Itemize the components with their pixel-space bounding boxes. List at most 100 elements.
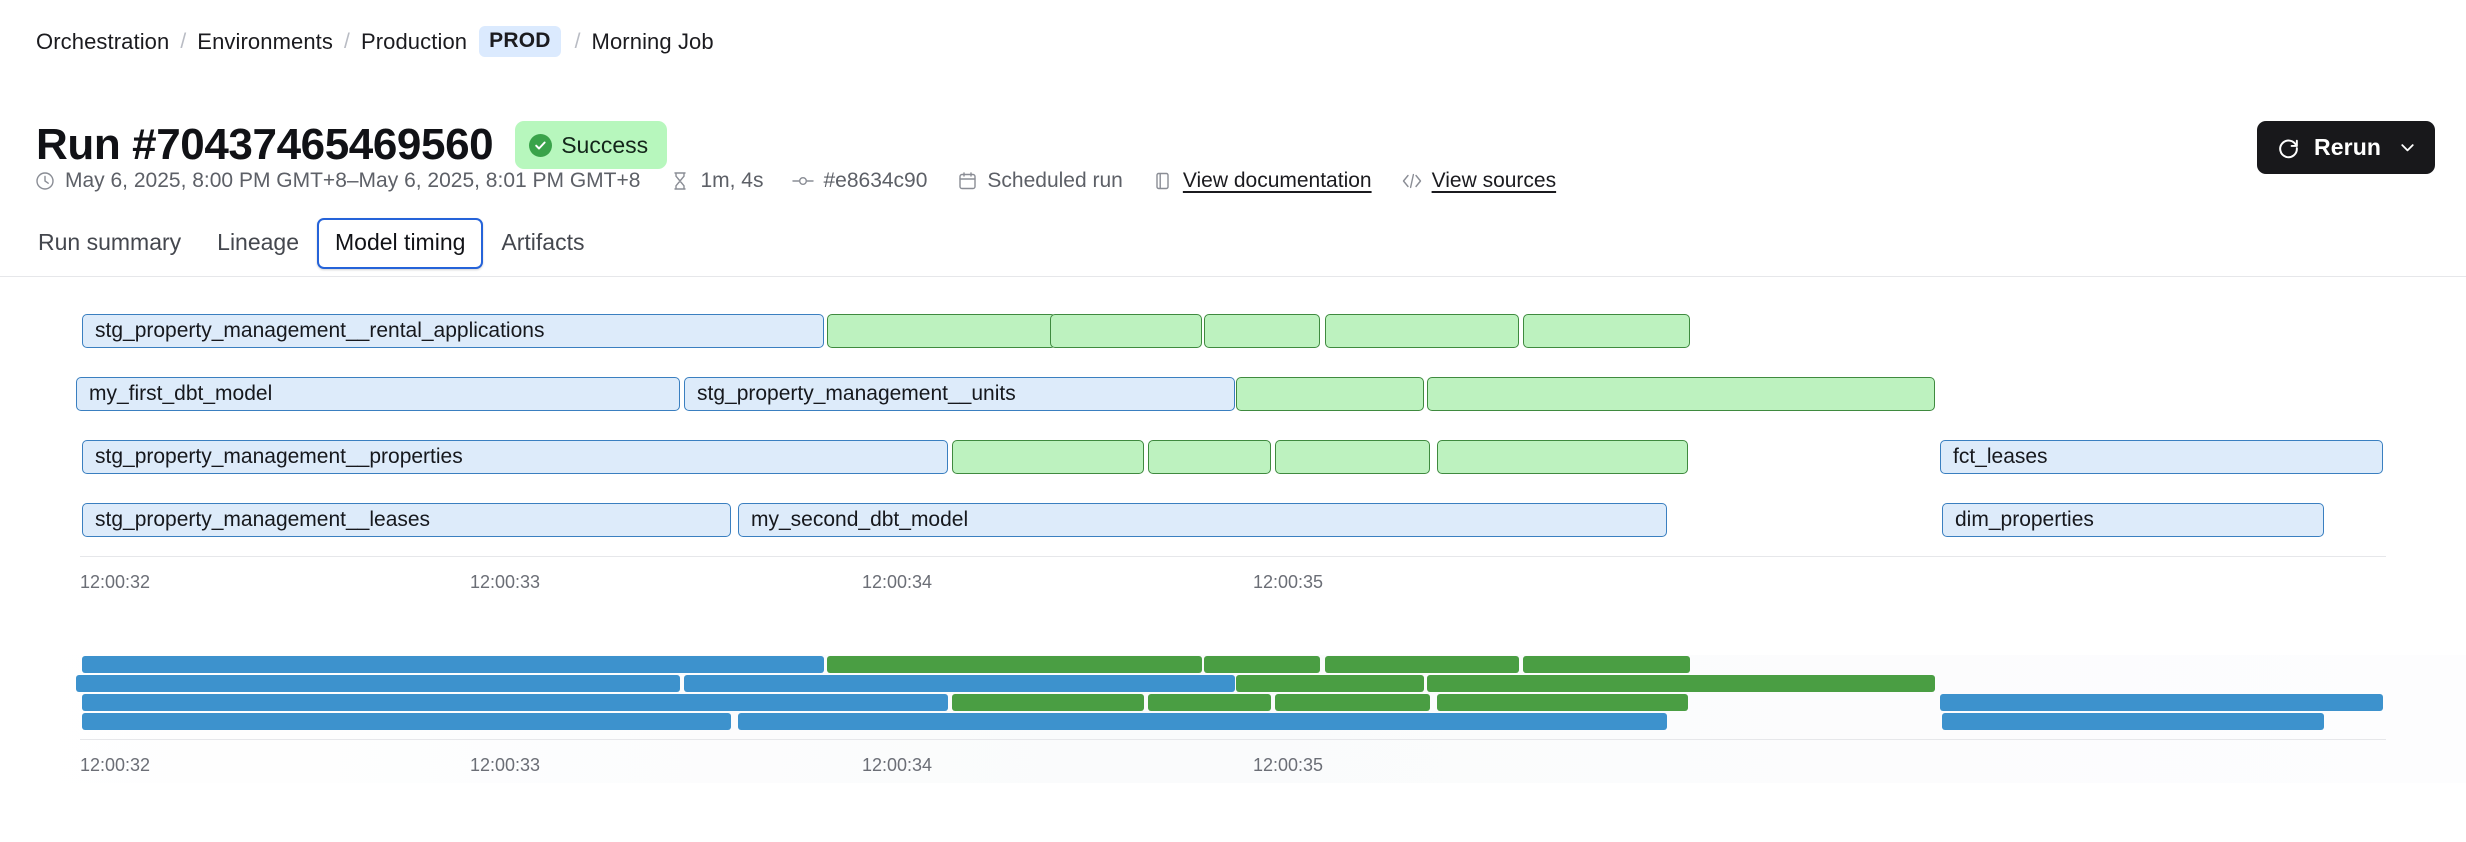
overview-bar-segment[interactable] bbox=[1236, 675, 1424, 692]
overview-bar-segment[interactable] bbox=[1204, 656, 1320, 673]
overview-bar-segment[interactable] bbox=[1437, 694, 1688, 711]
overview-bar-segment[interactable] bbox=[1050, 656, 1202, 673]
overview-lane[interactable] bbox=[0, 674, 2466, 693]
tab-bar-divider bbox=[0, 276, 2466, 277]
overview-bar-segment[interactable] bbox=[82, 713, 731, 730]
hourglass-icon bbox=[669, 170, 691, 192]
rerun-icon bbox=[2276, 135, 2301, 160]
overview-lane[interactable] bbox=[0, 655, 2466, 674]
gantt-bar-fct_leases[interactable]: fct_leases bbox=[1940, 440, 2383, 474]
gantt-bar-stg_property_management__units[interactable]: stg_property_management__units bbox=[684, 377, 1235, 411]
overview-bar-segment[interactable] bbox=[1523, 656, 1690, 673]
tab-artifacts[interactable]: Artifacts bbox=[501, 229, 585, 255]
meta-commit: #e8634c90 bbox=[792, 169, 927, 193]
chevron-down-icon[interactable] bbox=[2398, 138, 2417, 157]
gantt-bar-label: my_first_dbt_model bbox=[89, 382, 273, 405]
meta-documentation[interactable]: View documentation bbox=[1152, 169, 1372, 193]
overview-bar-segment[interactable] bbox=[1427, 675, 1935, 692]
meta-sources[interactable]: View sources bbox=[1401, 169, 1557, 193]
run-metadata: May 6, 2025, 8:00 PM GMT+8–May 6, 2025, … bbox=[34, 169, 1556, 193]
gantt-bar-my_second_dbt_model[interactable]: my_second_dbt_model bbox=[738, 503, 1667, 537]
meta-timerange-label: May 6, 2025, 8:00 PM GMT+8–May 6, 2025, … bbox=[65, 169, 641, 192]
breadcrumb-separator: / bbox=[180, 29, 187, 53]
gantt-bar-label: my_second_dbt_model bbox=[751, 508, 969, 531]
overview-bar-segment[interactable] bbox=[76, 675, 680, 692]
meta-commit-label[interactable]: #e8634c90 bbox=[823, 169, 928, 192]
tab-model-timing[interactable]: Model timing bbox=[317, 218, 484, 269]
axis-tick-label: 12:00:32 bbox=[80, 755, 151, 775]
gantt-bar-segment[interactable] bbox=[1275, 440, 1430, 474]
breadcrumb-item-environments[interactable]: Environments bbox=[197, 28, 333, 54]
gantt-lane: my_first_dbt_model stg_property_managemen… bbox=[0, 363, 2466, 426]
gantt-bar-segment[interactable] bbox=[1427, 377, 1935, 411]
overview-bar-segment[interactable] bbox=[82, 694, 948, 711]
overview-bar-segment[interactable] bbox=[1940, 694, 2383, 711]
gantt-lane: stg_property_management__properties fct_l… bbox=[0, 426, 2466, 489]
overview-bar-segment[interactable] bbox=[1325, 656, 1519, 673]
clock-icon bbox=[34, 170, 56, 192]
model-timing-gantt: stg_property_management__rental_applicat… bbox=[0, 300, 2466, 604]
title-row: Run #70437465469560 Success bbox=[36, 94, 668, 197]
meta-timerange: May 6, 2025, 8:00 PM GMT+8–May 6, 2025, … bbox=[34, 169, 640, 193]
rerun-button[interactable]: Rerun bbox=[2257, 121, 2435, 174]
breadcrumb-badge-prod: PROD bbox=[479, 26, 561, 57]
gantt-bar-stg_property_management__properties[interactable]: stg_property_management__properties bbox=[82, 440, 948, 474]
calendar-icon bbox=[956, 170, 978, 192]
meta-duration: 1m, 4s bbox=[669, 169, 763, 193]
gantt-bar-stg_property_management__leases[interactable]: stg_property_management__leases bbox=[82, 503, 731, 537]
gantt-bar-dim_properties[interactable]: dim_properties bbox=[1942, 503, 2324, 537]
overview-bar-segment[interactable] bbox=[738, 713, 1667, 730]
breadcrumb-separator: / bbox=[574, 29, 581, 53]
overview-lane[interactable] bbox=[0, 712, 2466, 731]
tab-lineage[interactable]: Lineage bbox=[217, 229, 300, 255]
overview-bar-segment[interactable] bbox=[1942, 713, 2324, 730]
gantt-bar-label: stg_property_management__leases bbox=[95, 508, 431, 531]
overview-bar-segment[interactable] bbox=[827, 656, 1056, 673]
breadcrumb-item-production[interactable]: Production bbox=[360, 28, 468, 54]
tab-run-summary[interactable]: Run summary bbox=[38, 229, 182, 255]
tab-bar: Run summary Lineage Model timing Artifac… bbox=[20, 218, 602, 269]
axis-tick-label: 12:00:35 bbox=[1253, 755, 1324, 775]
gantt-bar-segment[interactable] bbox=[1523, 314, 1690, 348]
gantt-bar-segment[interactable] bbox=[1204, 314, 1320, 348]
overview-bar-segment[interactable] bbox=[952, 694, 1144, 711]
gantt-bar-segment[interactable] bbox=[1050, 314, 1202, 348]
gantt-bar-segment[interactable] bbox=[1437, 440, 1688, 474]
view-documentation-link[interactable]: View documentation bbox=[1182, 169, 1372, 192]
axis-tick-label: 12:00:32 bbox=[80, 572, 151, 592]
overview-bar-segment[interactable] bbox=[1148, 694, 1271, 711]
gantt-bar-segment[interactable] bbox=[827, 314, 1056, 348]
status-badge-label: Success bbox=[561, 131, 649, 158]
code-icon bbox=[1401, 170, 1423, 192]
breadcrumb-item-morning-job[interactable]: Morning Job bbox=[591, 28, 714, 54]
breadcrumb-separator: / bbox=[344, 29, 350, 53]
overview-bar-segment[interactable] bbox=[1275, 694, 1430, 711]
gantt-bar-segment[interactable] bbox=[1148, 440, 1271, 474]
gantt-bar-stg_property_management__rental_applications[interactable]: stg_property_management__rental_applicat… bbox=[82, 314, 824, 348]
overview-lane[interactable] bbox=[0, 693, 2466, 712]
gantt-bar-label: fct_leases bbox=[1953, 445, 2048, 468]
overview-bar-segment[interactable] bbox=[684, 675, 1235, 692]
meta-duration-label: 1m, 4s bbox=[700, 169, 764, 192]
gantt-bar-my_first_dbt_model[interactable]: my_first_dbt_model bbox=[76, 377, 680, 411]
gantt-bar-label: stg_property_management__units bbox=[697, 382, 1016, 405]
axis-line bbox=[80, 556, 2386, 557]
view-sources-link[interactable]: View sources bbox=[1431, 169, 1557, 192]
overview-bar-segment[interactable] bbox=[82, 656, 824, 673]
breadcrumb-item-orchestration[interactable]: Orchestration bbox=[36, 28, 170, 54]
gantt-bar-segment[interactable] bbox=[952, 440, 1144, 474]
gantt-bar-label: stg_property_management__rental_applicat… bbox=[95, 319, 545, 342]
meta-trigger: Scheduled run bbox=[956, 169, 1123, 193]
gantt-bar-label: stg_property_management__properties bbox=[95, 445, 463, 468]
breadcrumb: Orchestration / Environments / Productio… bbox=[36, 26, 714, 57]
axis-tick-label: 12:00:34 bbox=[862, 755, 933, 775]
book-icon bbox=[1152, 170, 1174, 192]
gantt-lane: stg_property_management__rental_applicat… bbox=[0, 300, 2466, 363]
gantt-bar-segment[interactable] bbox=[1325, 314, 1519, 348]
gantt-bar-segment[interactable] bbox=[1236, 377, 1424, 411]
axis-line bbox=[80, 739, 2386, 740]
